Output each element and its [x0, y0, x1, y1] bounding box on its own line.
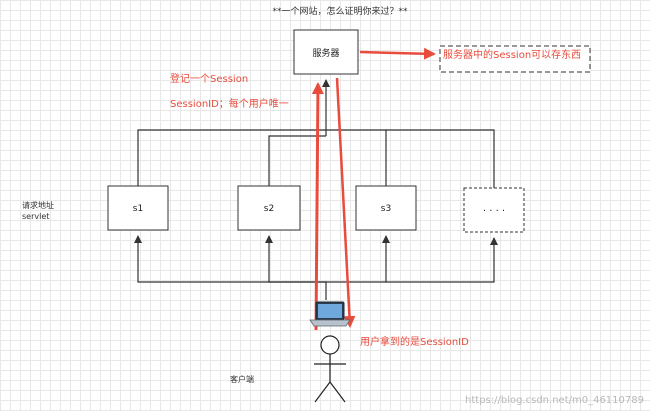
register-session-label: 登记一个Session — [170, 72, 248, 85]
server-label: 服务器 — [312, 47, 339, 59]
red-request-arrow — [311, 82, 324, 331]
diagram-title: **一个网站，怎么证明你来过？** — [272, 5, 408, 17]
server-note-box — [439, 45, 591, 73]
watermark: https://blog.csdn.net/m0_46110789 — [465, 395, 644, 406]
server-note-text: 服务器中的Session可以存东西 — [443, 48, 581, 61]
red-response-arrow — [335, 77, 356, 328]
servlet-box-s3 — [355, 185, 417, 231]
laptop-icon — [309, 301, 351, 327]
server-to-note-arrow — [359, 47, 436, 60]
servlet-label-s3: s3 — [381, 204, 391, 214]
session-id-label: SessionID；每个用户唯一 — [170, 97, 289, 110]
servlet-label-s1: s1 — [133, 204, 143, 214]
request-address-label: 请求地址 — [22, 200, 54, 210]
user-gets-session-id-label: 用户拿到的是SessionID — [360, 335, 469, 348]
user-icon — [314, 335, 346, 403]
servlet-label-more: · · · · — [483, 206, 505, 217]
request-servlet-label: servlet — [22, 212, 49, 221]
servlet-box-more — [463, 187, 525, 233]
upper-connectors — [137, 79, 495, 188]
lower-connectors — [134, 235, 498, 300]
server-box — [293, 29, 359, 75]
client-label: 客户端 — [230, 374, 254, 384]
servlet-box-s2 — [237, 185, 301, 231]
servlet-label-s2: s2 — [264, 204, 274, 214]
